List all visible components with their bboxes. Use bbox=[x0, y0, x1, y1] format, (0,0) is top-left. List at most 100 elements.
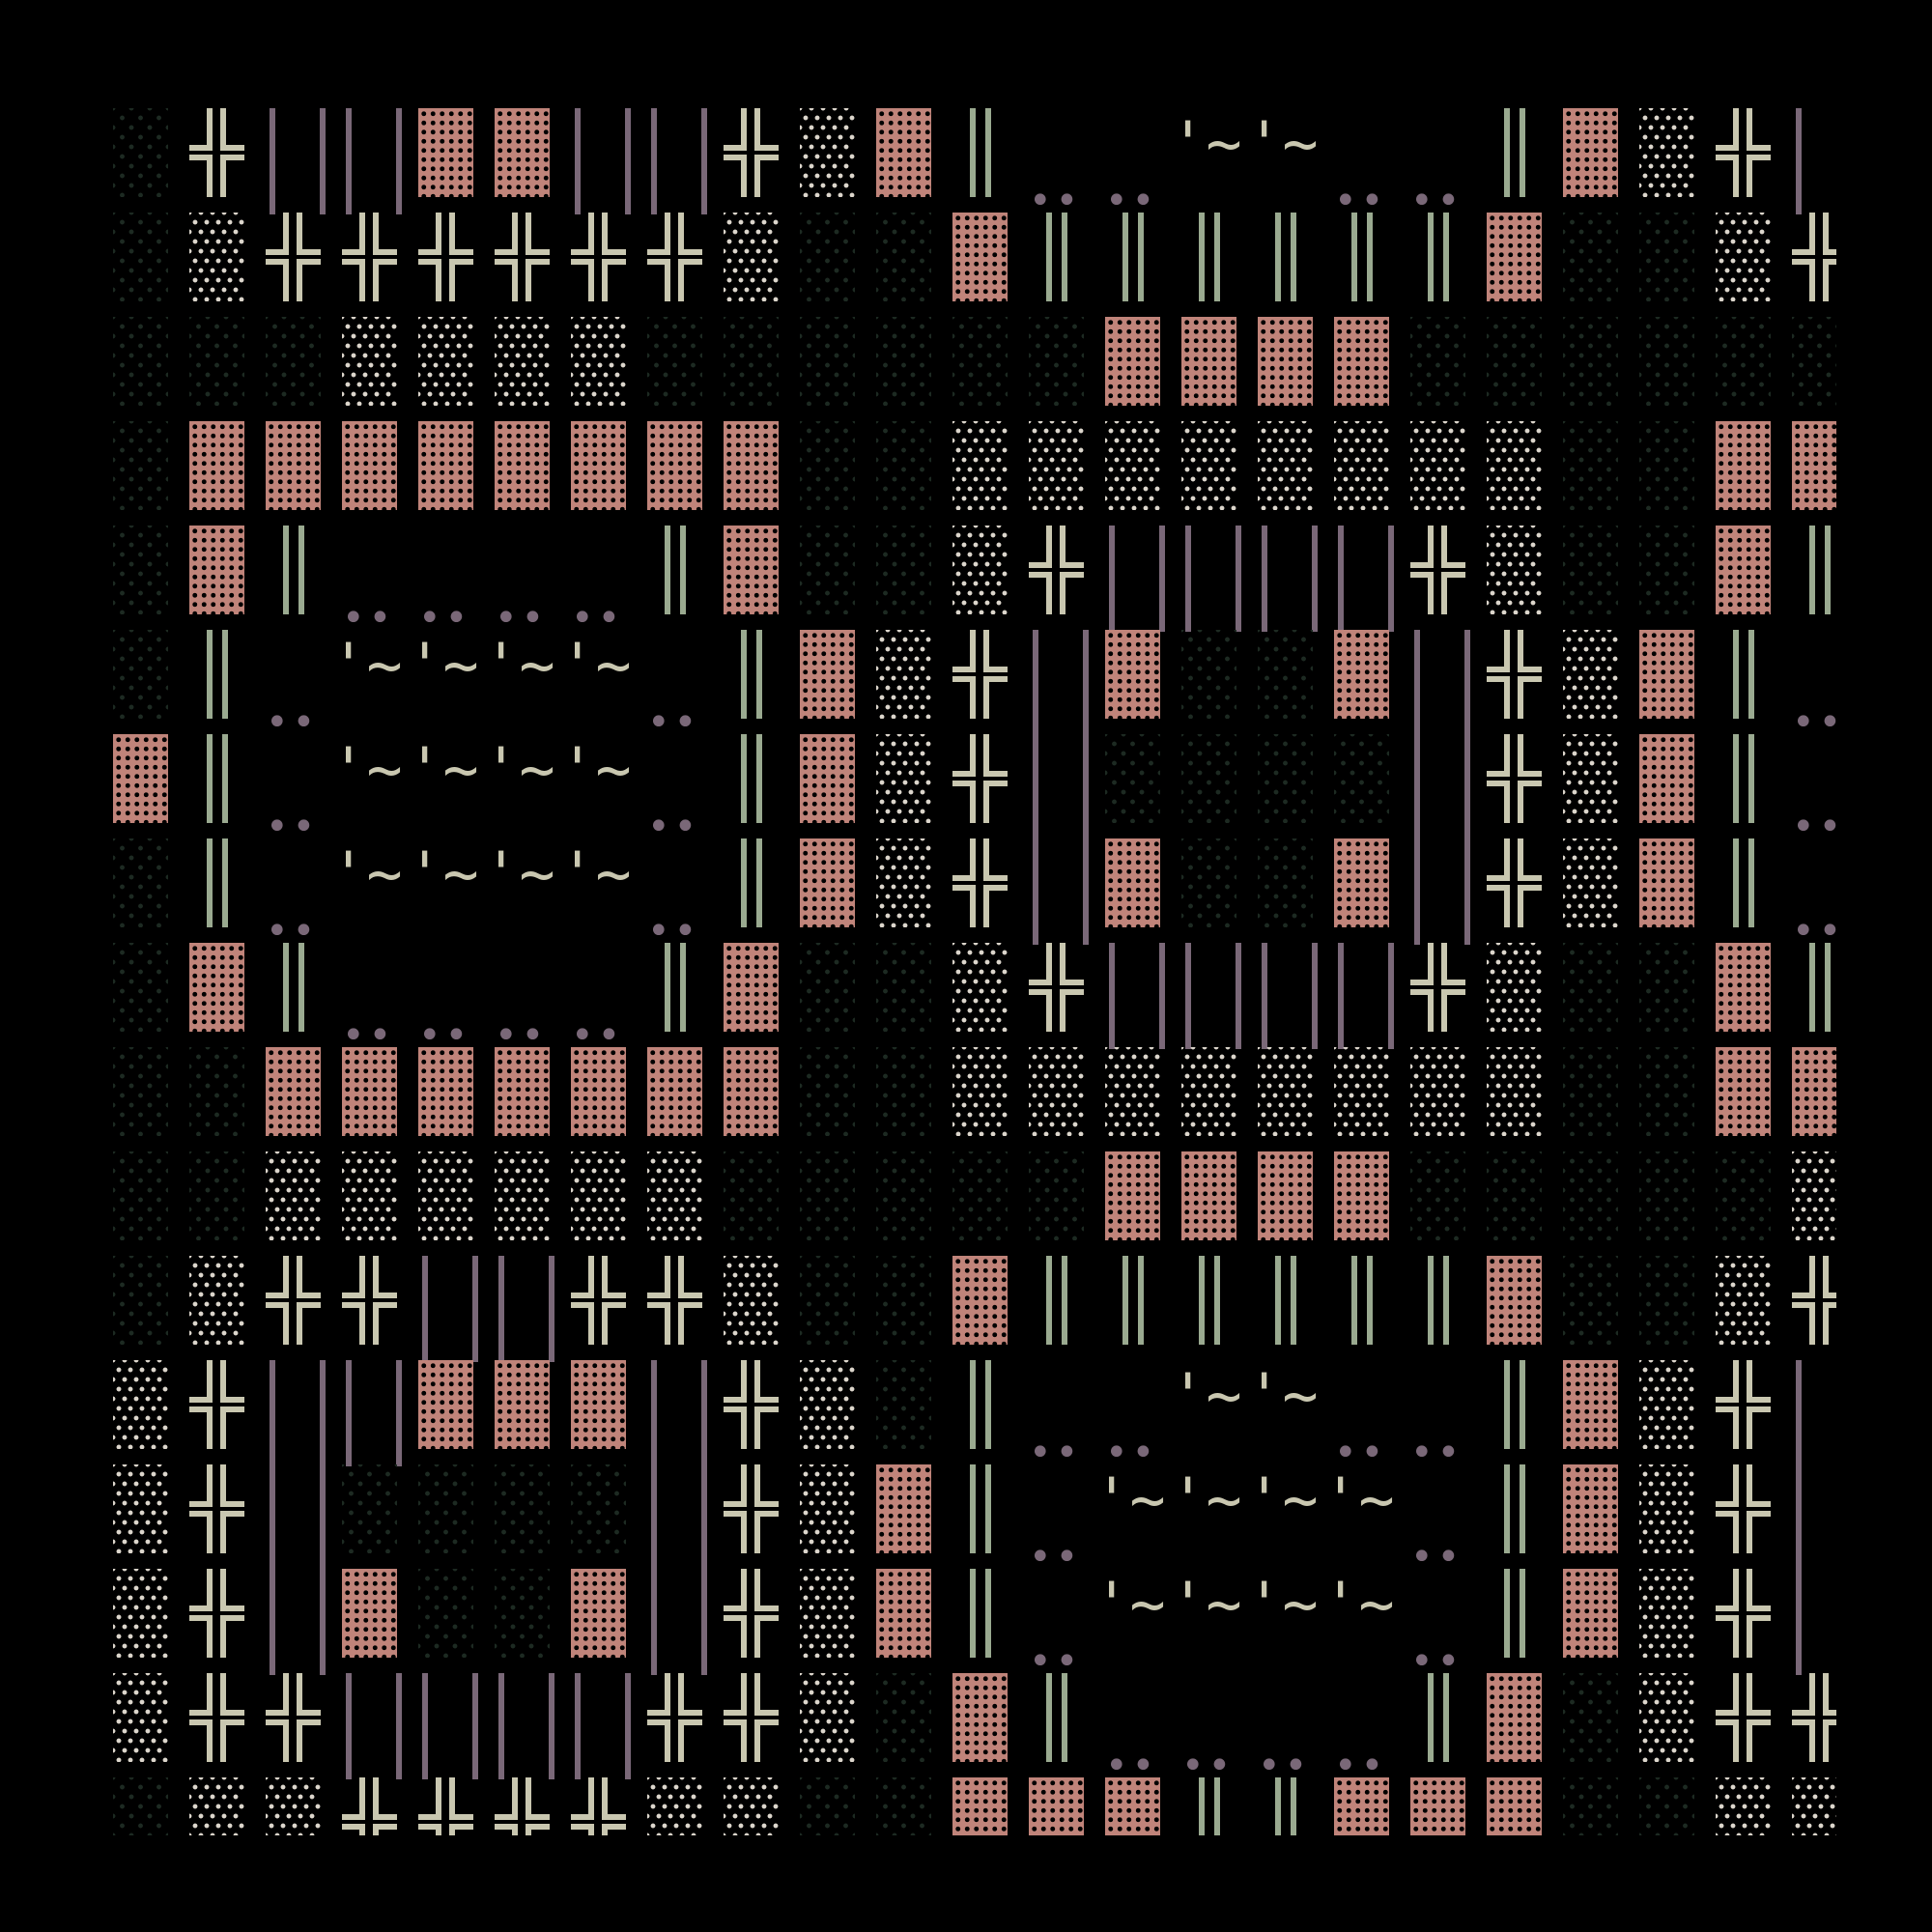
tile-cell bbox=[724, 1453, 800, 1557]
tile-cell bbox=[800, 618, 876, 723]
tile-cell bbox=[189, 1036, 266, 1140]
mauve-line bbox=[320, 1464, 326, 1571]
tile-cell bbox=[266, 97, 342, 214]
white-dots-tile bbox=[1563, 838, 1618, 927]
tile-cell bbox=[189, 514, 266, 618]
tile-cell bbox=[1487, 1036, 1563, 1140]
white-dots-tile bbox=[800, 1360, 855, 1449]
tile-cell bbox=[952, 1766, 1029, 1835]
tile-cell: '~ bbox=[1246, 1453, 1334, 1557]
dark-dots-tile bbox=[1639, 526, 1694, 614]
cross-icon bbox=[952, 734, 1008, 823]
cross-icon bbox=[571, 1777, 626, 1835]
white-dots-tile bbox=[189, 213, 244, 301]
tile-cell bbox=[113, 1349, 189, 1453]
tile-cell bbox=[1258, 618, 1334, 723]
green-bar bbox=[1291, 1777, 1296, 1835]
tile-cell: •• bbox=[647, 723, 724, 846]
tile-cell: '~ bbox=[330, 827, 418, 931]
tile-cell bbox=[418, 1140, 495, 1244]
white-dots-tile bbox=[1334, 421, 1389, 510]
mauve-line bbox=[320, 1360, 326, 1466]
white-dots-tile bbox=[418, 1151, 473, 1240]
mauve-line bbox=[701, 1360, 707, 1466]
dark-dots-tile bbox=[1639, 1777, 1694, 1835]
tile-cell bbox=[800, 723, 876, 827]
green-bar bbox=[1275, 1777, 1281, 1835]
tile-cell bbox=[1410, 1244, 1487, 1349]
mauve-line bbox=[651, 1360, 657, 1466]
tilde-glyph: '~ bbox=[1322, 1569, 1395, 1639]
tile-cell bbox=[724, 514, 800, 618]
pink-block-tile bbox=[952, 1777, 1008, 1835]
pink-block-tile bbox=[1716, 526, 1771, 614]
tile-cell: •• bbox=[1410, 1557, 1487, 1681]
tile-cell bbox=[724, 97, 800, 201]
tile-cell bbox=[1105, 201, 1181, 305]
green-bar bbox=[1443, 1256, 1449, 1345]
pink-block-tile bbox=[1716, 943, 1771, 1032]
tile-cell bbox=[876, 931, 952, 1036]
tile-cell bbox=[1792, 931, 1836, 1036]
white-dots-tile bbox=[113, 1673, 168, 1762]
pink-block-tile bbox=[1410, 1777, 1465, 1835]
dark-dots-tile bbox=[495, 1464, 550, 1553]
tile-cell bbox=[724, 618, 800, 723]
dark-dots-tile bbox=[1716, 317, 1771, 406]
white-dots-tile bbox=[1639, 1360, 1694, 1449]
cross-icon bbox=[724, 1569, 779, 1658]
tile-cell bbox=[495, 1140, 571, 1244]
tile-cell bbox=[876, 1036, 952, 1140]
tile-cell bbox=[1563, 1036, 1639, 1140]
dark-dots-tile bbox=[1639, 213, 1694, 301]
dark-dots-tile bbox=[876, 317, 931, 406]
tile-cell bbox=[1105, 1766, 1181, 1835]
tile-cell bbox=[1792, 1349, 1836, 1466]
tile-cell bbox=[1563, 931, 1639, 1036]
tile-cell bbox=[342, 1662, 418, 1779]
tile-cell: '~ bbox=[483, 827, 571, 931]
tile-cell bbox=[876, 827, 952, 931]
tile-cell bbox=[1258, 305, 1334, 410]
tile-cell bbox=[418, 97, 495, 201]
green-bar bbox=[985, 1360, 991, 1449]
green-bar bbox=[1809, 943, 1815, 1032]
tile-cell: •• bbox=[1105, 1662, 1181, 1785]
white-dots-tile bbox=[1792, 1151, 1836, 1240]
green-bar bbox=[1825, 526, 1831, 614]
tile-cell: '~ bbox=[1170, 97, 1258, 201]
green-bar bbox=[1122, 213, 1128, 301]
green-bar bbox=[1062, 213, 1067, 301]
green-bar bbox=[1138, 1256, 1144, 1345]
green-bar bbox=[970, 108, 976, 197]
cross-icon bbox=[1716, 1464, 1771, 1553]
green-bar bbox=[222, 734, 228, 823]
tile-cell bbox=[1716, 305, 1792, 410]
tile-cell bbox=[1563, 1140, 1639, 1244]
white-dots-tile bbox=[1105, 421, 1160, 510]
mauve-line bbox=[549, 1256, 554, 1362]
dark-dots-tile bbox=[113, 1047, 168, 1136]
dots-glyph: •• bbox=[1334, 179, 1388, 223]
green-bar bbox=[970, 1360, 976, 1449]
tile-cell bbox=[1792, 1557, 1836, 1675]
tile-cell bbox=[1181, 514, 1258, 632]
green-bar bbox=[1367, 1256, 1373, 1345]
tile-cell bbox=[189, 1244, 266, 1349]
tile-cell bbox=[571, 1036, 647, 1140]
tile-cell bbox=[1639, 1349, 1716, 1453]
white-dots-tile bbox=[342, 1151, 397, 1240]
tile-cell bbox=[800, 827, 876, 931]
tile-cell: '~ bbox=[483, 618, 571, 723]
green-bar bbox=[665, 526, 670, 614]
tile-cell bbox=[113, 1453, 189, 1557]
tile-cell bbox=[952, 97, 1029, 201]
white-dots-tile bbox=[1258, 421, 1313, 510]
dots-glyph: •• bbox=[1334, 1431, 1388, 1475]
tile-cell bbox=[1181, 1140, 1258, 1244]
dark-dots-tile bbox=[1563, 943, 1618, 1032]
tile-cell bbox=[952, 618, 1029, 723]
tile-cell bbox=[1792, 514, 1836, 618]
tile-cell bbox=[571, 1349, 647, 1453]
dark-dots-tile bbox=[724, 1151, 779, 1240]
